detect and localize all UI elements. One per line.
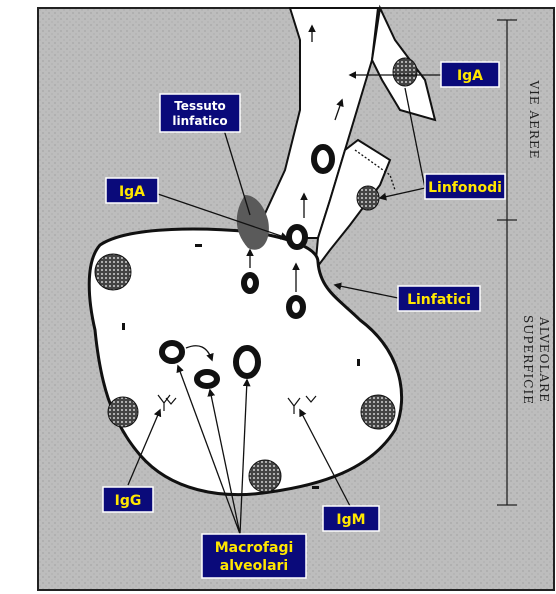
label-igm: IgM [323, 506, 379, 531]
svg-text:Linfonodi: Linfonodi [428, 180, 502, 196]
lymph-node-lower [357, 186, 379, 210]
svg-text:linfatico: linfatico [172, 114, 227, 128]
svg-text:IgG: IgG [115, 493, 142, 509]
svg-text:IgM: IgM [336, 512, 365, 528]
label-macrofagi-alveolari: Macrofagi alveolari [202, 534, 306, 578]
label-iga-top: IgA [441, 62, 499, 87]
label-linfatici: Linfatici [398, 286, 480, 311]
svg-text:alveolari: alveolari [220, 558, 288, 574]
label-igg: IgG [103, 487, 153, 512]
side-label-superficie: SUPERFICIE [521, 315, 535, 405]
svg-text:IgA: IgA [119, 184, 145, 200]
label-linfonodi: Linfonodi [425, 174, 505, 199]
side-label-vie-aeree: VIE AEREE [527, 80, 541, 160]
label-tessuto-linfatico: Tessuto linfatico [160, 94, 240, 132]
svg-text:IgA: IgA [457, 68, 483, 84]
side-label-alveolare: ALVEOLARE [537, 316, 551, 403]
svg-text:Macrofagi: Macrofagi [215, 540, 294, 556]
lymph-node-upper [393, 58, 417, 86]
label-iga-left: IgA [106, 178, 158, 203]
svg-text:Tessuto: Tessuto [174, 99, 226, 113]
svg-text:Linfatici: Linfatici [407, 292, 471, 308]
